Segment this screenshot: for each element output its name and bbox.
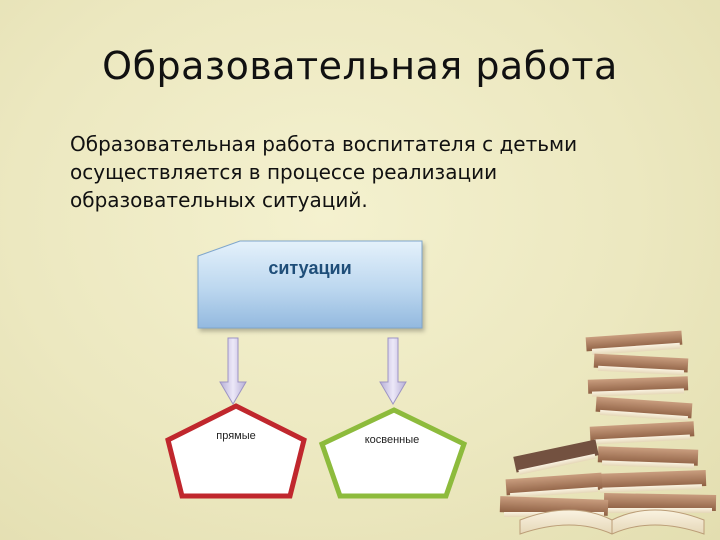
node-label-indirect: косвенные	[364, 434, 420, 446]
slide-title: Образовательная работа	[102, 44, 618, 88]
node-label-direct: прямые	[216, 430, 256, 442]
pentagon-indirect	[318, 407, 468, 499]
arrow-down-right	[379, 337, 407, 405]
root-node-shape	[197, 240, 423, 329]
slide-body-text: Образовательная работа воспитателя с дет…	[70, 132, 578, 212]
root-node-label: ситуации	[268, 258, 352, 278]
pentagon-direct	[165, 403, 307, 499]
arrow-down-left	[219, 337, 247, 405]
